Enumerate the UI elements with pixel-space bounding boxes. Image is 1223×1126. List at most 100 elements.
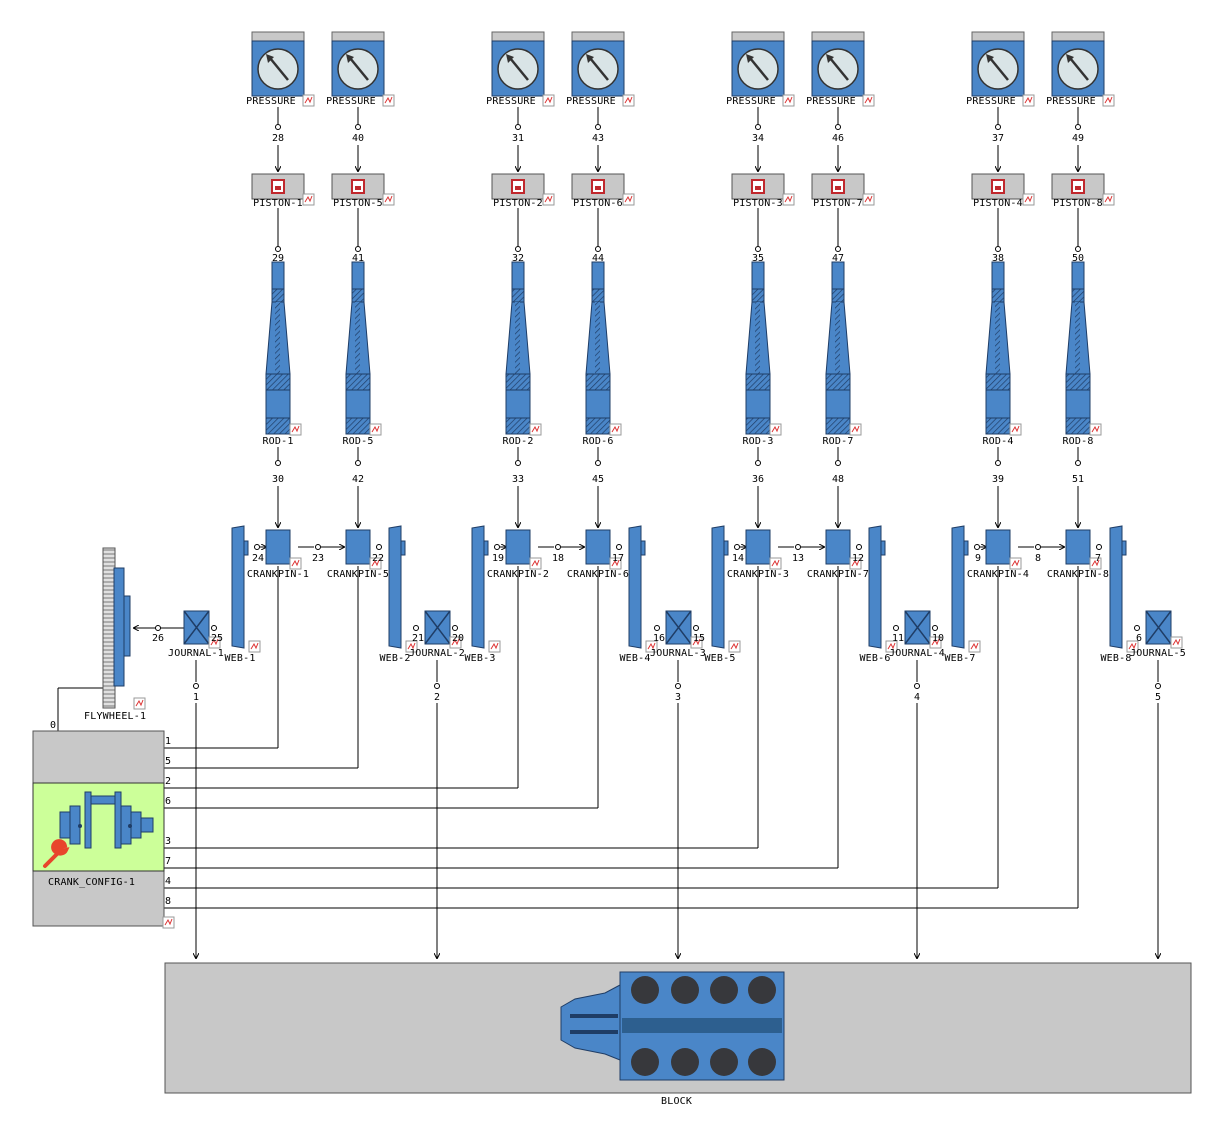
plot-icon[interactable] [133, 697, 146, 710]
plot-icon[interactable] [382, 94, 395, 107]
plot-icon[interactable] [369, 557, 382, 570]
link-node [1075, 124, 1081, 130]
plot-icon[interactable] [782, 94, 795, 107]
link-node [893, 625, 899, 631]
plot-icon[interactable] [929, 636, 942, 649]
plot-icon-glyph [1091, 559, 1100, 567]
plot-icon-glyph [887, 642, 896, 650]
plot-icon[interactable] [1089, 423, 1102, 436]
link-node [595, 246, 601, 252]
plot-icon[interactable] [1126, 640, 1139, 653]
plot-icon[interactable] [885, 640, 898, 653]
piston-link-number: 47 [832, 253, 844, 264]
crankpin-block[interactable] [265, 529, 291, 565]
plot-icon[interactable] [609, 423, 622, 436]
plot-icon[interactable] [529, 423, 542, 436]
crankpin-left-link-number: 9 [975, 553, 981, 564]
plot-icon[interactable] [289, 423, 302, 436]
plot-icon[interactable] [1089, 557, 1102, 570]
plot-icon[interactable] [849, 557, 862, 570]
gauge-needle [269, 57, 289, 81]
plot-icon[interactable] [542, 193, 555, 206]
flywheel-component[interactable]: FLYWHEEL-1 [84, 547, 146, 722]
web-plate[interactable] [628, 525, 642, 649]
rod-big-bearing-top [985, 373, 1011, 391]
crankpin-block[interactable] [505, 529, 531, 565]
plot-icon-glyph [164, 918, 173, 926]
plot-icon[interactable] [382, 193, 395, 206]
plot-icon[interactable] [369, 423, 382, 436]
plot-icon[interactable] [529, 557, 542, 570]
rod-label: ROD-4 [982, 436, 1013, 447]
crankpin-block[interactable] [1065, 529, 1091, 565]
component-layer [183, 31, 1183, 653]
link-node [1035, 544, 1041, 550]
crankpin-block[interactable] [825, 529, 851, 565]
piston-body[interactable] [491, 173, 545, 200]
crankpin-block[interactable] [745, 529, 771, 565]
link-node [595, 124, 601, 130]
plot-icon[interactable] [849, 423, 862, 436]
plot-icon-glyph [407, 642, 416, 650]
web-pin-stub [723, 540, 729, 556]
plot-icon[interactable] [1009, 423, 1022, 436]
piston-label: PISTON-5 [333, 198, 383, 209]
journal-right-link-number: 15 [693, 633, 705, 644]
plot-icon[interactable] [622, 94, 635, 107]
pressure-top-bar [971, 31, 1025, 42]
plot-icon[interactable] [405, 640, 418, 653]
plot-icon[interactable] [1102, 94, 1115, 107]
plot-icon[interactable] [968, 640, 981, 653]
web-plate[interactable] [471, 525, 485, 649]
rod-link-number: 36 [752, 474, 764, 485]
plot-icon[interactable] [782, 193, 795, 206]
plot-icon[interactable] [769, 557, 782, 570]
web-plate[interactable] [388, 525, 402, 649]
web-plate[interactable] [951, 525, 965, 649]
journal-cross [424, 610, 451, 645]
plot-icon-glyph [291, 559, 300, 567]
gauge-needle-tip [586, 54, 594, 63]
plot-icon[interactable] [862, 193, 875, 206]
plot-icon[interactable] [1022, 193, 1035, 206]
plot-icon[interactable] [1170, 636, 1183, 649]
plot-icon[interactable] [302, 193, 315, 206]
plot-icon[interactable] [1009, 557, 1022, 570]
gauge-needle [829, 57, 849, 81]
plot-icon[interactable] [289, 557, 302, 570]
plot-icon[interactable] [862, 94, 875, 107]
plot-icon[interactable] [208, 636, 221, 649]
block-component[interactable]: BLOCK [164, 962, 1192, 1107]
plot-icon[interactable] [248, 640, 261, 653]
plot-icon[interactable] [542, 94, 555, 107]
plot-icon[interactable] [622, 193, 635, 206]
crankpin-block[interactable] [585, 529, 611, 565]
plot-icon[interactable] [690, 636, 703, 649]
piston-body[interactable] [571, 173, 625, 200]
web-plate[interactable] [868, 525, 882, 649]
piston-link-number: 44 [592, 253, 604, 264]
crankpin-block[interactable] [985, 529, 1011, 565]
plot-icon[interactable] [302, 94, 315, 107]
link-node [1075, 460, 1081, 466]
plot-icon[interactable] [728, 640, 741, 653]
plot-icon[interactable] [162, 916, 175, 929]
plot-icon[interactable] [449, 636, 462, 649]
plot-icon[interactable] [769, 423, 782, 436]
plot-icon[interactable] [609, 557, 622, 570]
web-plate[interactable] [1109, 525, 1123, 649]
crank-config-component[interactable]: CRANK_CONFIG-1 0 [32, 720, 175, 929]
piston-icon-detail [355, 186, 361, 190]
plot-icon-glyph [210, 638, 219, 646]
rod-link-number: 51 [1072, 474, 1084, 485]
plot-icon[interactable] [645, 640, 658, 653]
crankpin-block[interactable] [345, 529, 371, 565]
web-plate[interactable] [231, 525, 245, 649]
web-plate[interactable] [711, 525, 725, 649]
link-node [275, 460, 281, 466]
plot-icon[interactable] [1022, 94, 1035, 107]
web-label: WEB-4 [619, 653, 650, 664]
plot-icon[interactable] [488, 640, 501, 653]
plot-icon-glyph [784, 96, 793, 104]
plot-icon[interactable] [1102, 193, 1115, 206]
